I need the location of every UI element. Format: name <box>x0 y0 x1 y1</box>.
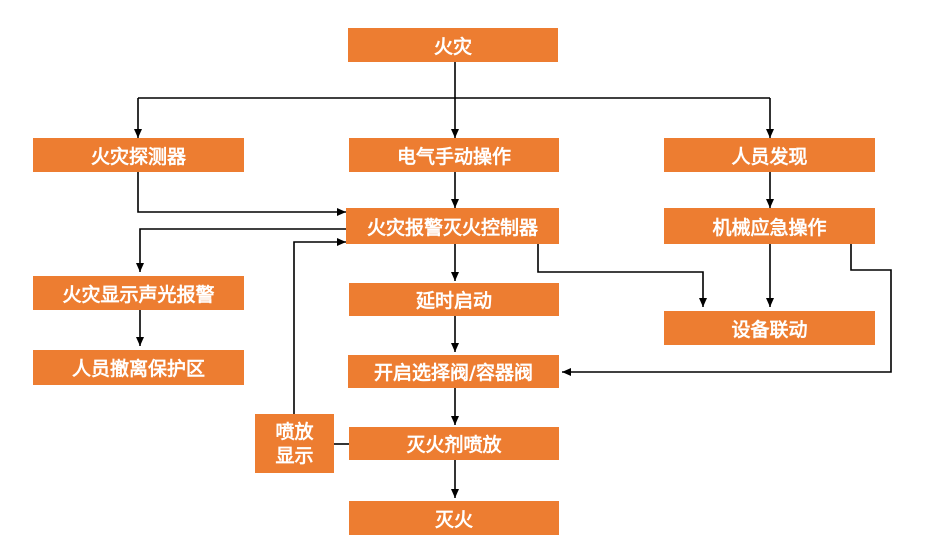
node-spray-display: 喷放 显示 <box>255 414 334 473</box>
node-alarm-controller: 火灾报警灭火控制器 <box>346 208 559 244</box>
node-fire-detector: 火灾探测器 <box>33 138 244 172</box>
node-open-selector-container-valve: 开启选择阀/容器阀 <box>348 355 559 388</box>
arrow-detector-to-controller <box>137 172 346 216</box>
node-person-found: 人员发现 <box>664 138 875 172</box>
node-delay-start: 延时启动 <box>349 283 559 316</box>
spray-display-line-2: 显示 <box>275 444 314 467</box>
node-manual-electric-operation: 电气手动操作 <box>349 138 559 172</box>
arrow-controller-to-equipment <box>537 244 707 307</box>
node-display-audible-visual-alarm: 火灾显示声光报警 <box>33 276 244 310</box>
arrow-controller-to-alarm <box>136 228 346 272</box>
node-fire: 火灾 <box>348 28 558 62</box>
spray-display-line-1: 喷放 <box>275 420 314 443</box>
node-mechanical-emergency-operation: 机械应急操作 <box>664 208 875 244</box>
node-evacuate-protected-zone: 人员撤离保护区 <box>33 350 244 385</box>
arrow-mechanical-to-valve <box>562 244 892 376</box>
arrow-display-feedback-to-controller <box>293 238 346 414</box>
node-agent-discharge: 灭火剂喷放 <box>349 427 559 460</box>
node-fire-extinguished: 灭火 <box>349 501 559 535</box>
node-equipment-linkage: 设备联动 <box>664 311 875 345</box>
